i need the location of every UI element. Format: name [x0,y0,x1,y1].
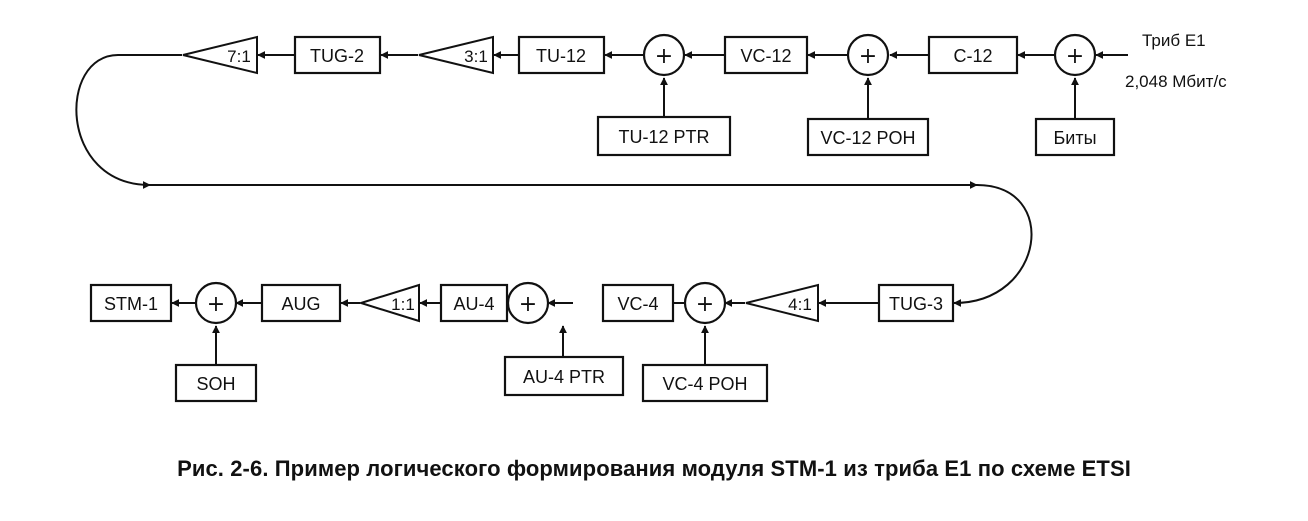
figure-caption: Рис. 2-6. Пример логического формировани… [177,456,1131,481]
sum-junction-vc4-poh: + [683,281,727,325]
tu12-ptr-label: TU-12 PTR [618,127,709,147]
mux-7-1-label: 7:1 [227,47,251,66]
mux-1-1-label: 1:1 [391,295,415,314]
tu12-box: TU-12 [517,35,606,75]
vc12-poh-box: VC-12 POH [806,117,930,157]
mux-1-1: 1:1 [357,283,420,323]
mux-4-1-label: 4:1 [788,295,812,314]
sum-junction-soh: + [194,281,238,325]
stm1-formation-diagram: C-12 VC-12 TU-12 TUG-2 Биты VC-12 POH TU… [75,31,1227,403]
aug-box: AUG [260,283,342,323]
c12-box: C-12 [927,35,1019,75]
sum-junction-au4-ptr: + [506,281,550,325]
curve-left-mux71-down [75,54,182,189]
plus-symbol: + [1066,44,1084,69]
vc4-label: VC-4 [617,294,658,314]
vc4-poh-label: VC-4 POH [662,374,747,394]
mux-4-1: 4:1 [745,283,819,323]
mux-7-1: 7:1 [182,35,258,75]
vc4-box: VC-4 [601,283,675,323]
plus-symbol: + [859,44,877,69]
plus-symbol: + [207,292,225,317]
vc4-poh-box: VC-4 POH [641,363,769,403]
tug3-box: TUG-3 [877,283,955,323]
c12-label: C-12 [953,46,992,66]
mux-3-1-label: 3:1 [464,47,488,66]
plus-symbol: + [696,292,714,317]
tu12-label: TU-12 [536,46,586,66]
curve-right-to-tug3 [953,184,1033,307]
mux-3-1: 3:1 [418,35,494,75]
sum-junction-tu12-ptr: + [642,33,686,77]
aug-label: AUG [281,294,320,314]
bits-box: Биты [1034,117,1116,157]
e1-rate-label: 2,048 Мбит/с [1125,72,1227,91]
soh-label: SOH [196,374,235,394]
sum-junction-bits: + [1053,33,1097,77]
stm1-label: STM-1 [104,294,158,314]
vc12-label: VC-12 [740,46,791,66]
tug3-label: TUG-3 [889,294,943,314]
au4-ptr-label: AU-4 PTR [523,367,605,387]
row-connectors [75,54,1033,307]
stm1-box: STM-1 [89,283,173,323]
tug2-box: TUG-2 [293,35,382,75]
au4-ptr-box: AU-4 PTR [503,355,625,397]
plus-symbol: + [519,292,537,317]
sum-junction-vc12-poh: + [846,33,890,77]
au4-label: AU-4 [453,294,494,314]
au4-box: AU-4 [439,283,509,323]
soh-box: SOH [174,363,258,403]
tu12-ptr-box: TU-12 PTR [596,115,732,157]
plus-symbol: + [655,44,673,69]
vc12-poh-label: VC-12 POH [820,128,915,148]
row1-connectors [257,51,1128,118]
tug2-label: TUG-2 [310,46,364,66]
e1-tributary-label: Триб E1 [1142,31,1206,50]
vc12-box: VC-12 [723,35,809,75]
bits-label: Биты [1053,128,1096,148]
